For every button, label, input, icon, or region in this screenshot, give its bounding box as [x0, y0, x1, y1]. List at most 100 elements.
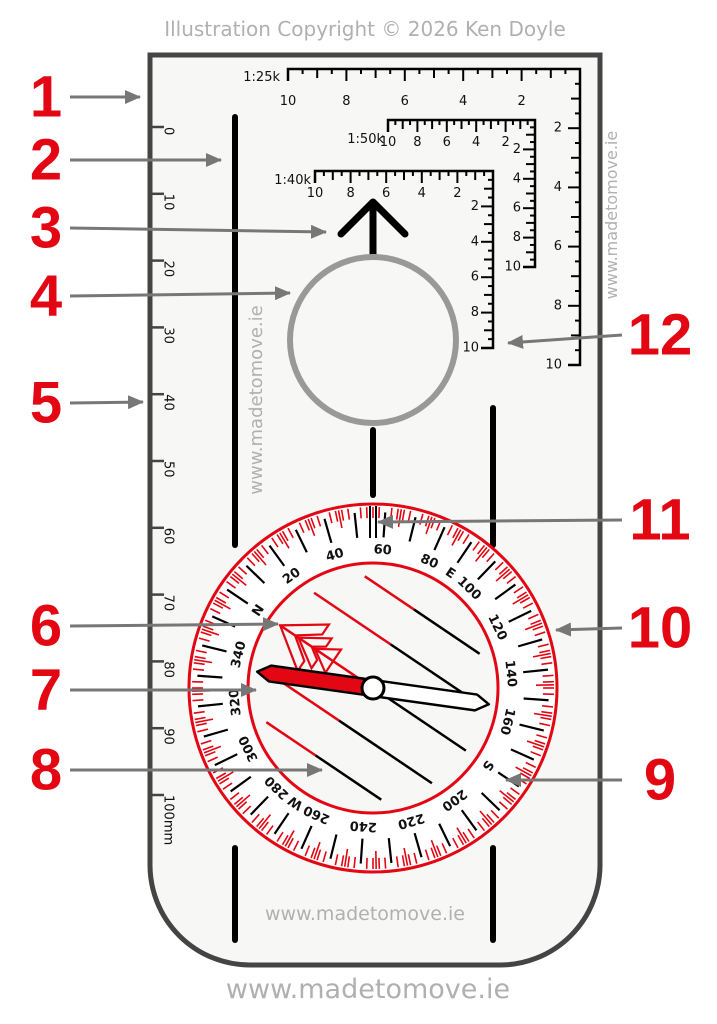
degree-tick-minor [519, 596, 531, 604]
romer-label: 10 [504, 260, 521, 275]
degree-tick-minor [276, 831, 284, 842]
romer-label: 6 [471, 270, 479, 285]
orienting-line-north [313, 591, 392, 646]
degree-tick-minor [516, 591, 527, 599]
degree-tick-minor [530, 619, 542, 626]
degree-tick-minor [194, 658, 213, 664]
degree-tick-major [268, 544, 286, 567]
callout-arrow [507, 333, 623, 349]
degree-tick-major [214, 753, 238, 767]
romer-label: 4 [513, 171, 521, 186]
bearing-label: 40 [324, 546, 346, 565]
romer-label: 6 [513, 201, 521, 216]
degree-tick-minor [207, 756, 219, 763]
degree-tick-minor [477, 544, 486, 555]
degree-tick-minor [347, 508, 351, 520]
degree-tick-minor [397, 509, 403, 528]
bearing-label: 240 [349, 817, 377, 834]
degree-tick-minor [298, 522, 305, 534]
romer-label: 6 [443, 135, 451, 150]
degree-tick-minor [197, 728, 209, 733]
callout-number: 12 [628, 303, 693, 368]
romer-label: 2 [517, 94, 525, 109]
degree-tick-minor [200, 739, 212, 745]
degree-tick-minor [226, 580, 236, 589]
direction-of-travel-arrow [337, 198, 409, 259]
degree-tick-minor [229, 792, 240, 801]
copyright-text: Illustration Copyright © 2026 Ken Doyle [164, 17, 566, 41]
callout-number: 11 [629, 488, 690, 553]
degree-tick-minor [219, 591, 230, 599]
romer-label: 6 [382, 186, 390, 201]
degree-tick-minor [526, 740, 545, 748]
degree-tick-minor [287, 527, 294, 539]
romer-frame [386, 118, 537, 269]
orienting-line-south [338, 719, 433, 785]
degree-tick-minor [316, 515, 322, 527]
romer-label: 6 [554, 239, 562, 254]
degree-tick-minor [260, 544, 269, 555]
degree-tick-minor [532, 745, 544, 751]
romer-label: 4 [459, 94, 467, 109]
romer-label: 4 [472, 135, 480, 150]
romer-frame [313, 169, 495, 350]
degree-tick-minor [193, 662, 205, 666]
degree-tick-major [510, 748, 535, 761]
ruler-label: 20 [161, 261, 176, 278]
degree-tick-minor [457, 834, 465, 846]
degree-tick-major [323, 518, 333, 544]
romer-frame [286, 67, 582, 367]
degree-tick-minor [539, 722, 551, 727]
degree-tick-minor [343, 848, 349, 867]
watermark-vertical-left: www.madetomove.ie [246, 305, 267, 494]
degree-tick-minor [251, 813, 260, 824]
degree-tick-minor [340, 509, 345, 521]
orienting-line-south [314, 754, 382, 801]
degree-tick-minor [251, 552, 260, 563]
degree-tick-minor [457, 530, 465, 542]
degree-tick-minor [287, 837, 294, 849]
degree-tick-minor [424, 849, 430, 861]
degree-tick-minor [237, 566, 248, 575]
degree-tick-minor [498, 801, 509, 810]
degree-tick-minor [513, 586, 524, 594]
degree-tick-minor [313, 841, 321, 860]
needle-pivot [360, 675, 386, 701]
degree-tick-minor [281, 834, 289, 846]
romer-label: 2 [501, 135, 509, 150]
romer-label: 2 [513, 142, 521, 157]
ruler-label: 90 [161, 728, 176, 745]
romer-label: 10 [462, 341, 479, 356]
degree-tick-minor [541, 710, 553, 714]
orienting-line-north [265, 721, 317, 757]
degree-tick-minor [212, 602, 224, 609]
callout-number: 7 [30, 658, 62, 723]
ruler-label: 60 [161, 528, 176, 545]
degree-tick-major [519, 723, 545, 732]
degree-tick-minor [304, 519, 311, 531]
degree-tick-major [517, 638, 543, 648]
degree-tick-minor [235, 794, 251, 808]
degree-tick-minor [204, 750, 216, 757]
degree-tick-minor [203, 745, 222, 754]
degree-tick-minor [519, 772, 531, 780]
callout-number: 8 [30, 738, 62, 803]
degree-tick-minor [490, 809, 500, 819]
callout-arrow [555, 622, 623, 637]
orienting-line-south [413, 608, 481, 655]
degree-tick-major [523, 668, 549, 674]
degree-tick-minor [284, 830, 295, 847]
degree-tick-major [508, 609, 532, 623]
degree-tick-minor [246, 557, 256, 567]
degree-tick-major [494, 583, 517, 601]
degree-tick-minor [541, 662, 553, 666]
romer-label: 4 [418, 186, 426, 201]
degree-tick-minor [281, 530, 289, 542]
degree-tick-minor [233, 796, 244, 805]
degree-tick-minor [425, 516, 433, 535]
degree-tick-major [245, 564, 266, 584]
degree-tick-minor [193, 710, 205, 714]
